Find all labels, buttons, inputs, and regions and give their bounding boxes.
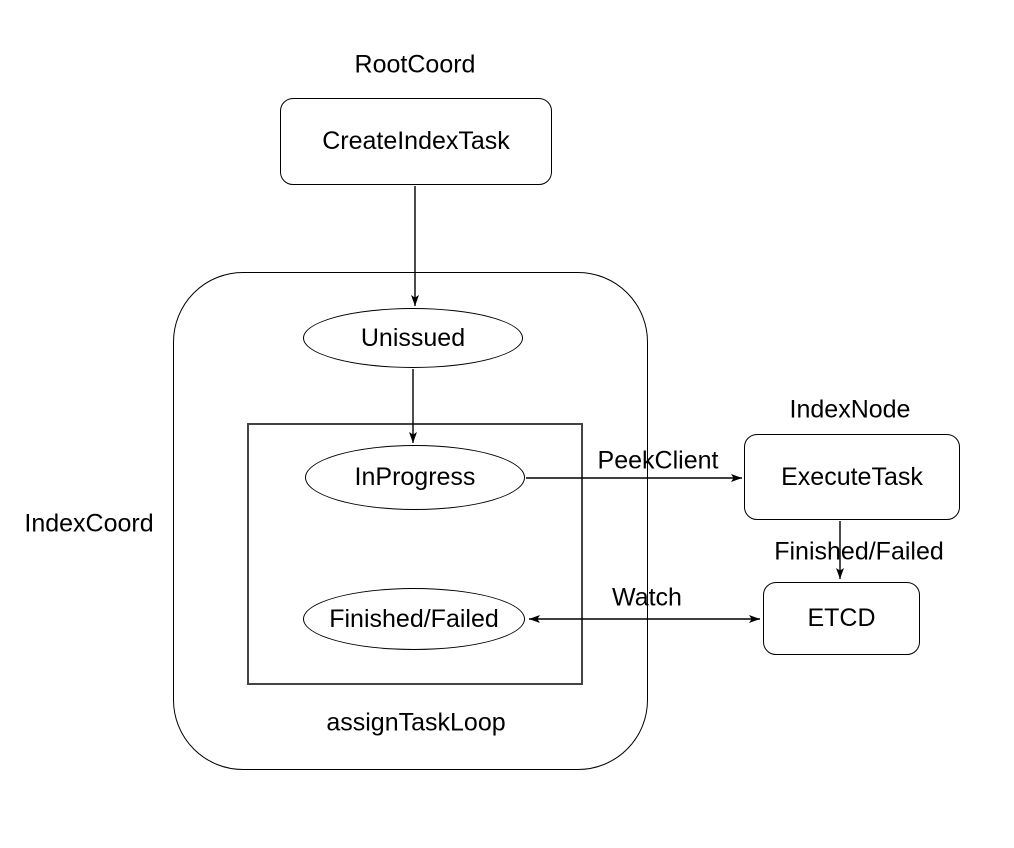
assigntaskloop-label: assignTaskLoop — [326, 708, 506, 737]
createindextask-node-label: CreateIndexTask — [322, 127, 510, 155]
etcd-node-label: ETCD — [807, 604, 876, 632]
watch-edge-label: Watch — [612, 583, 682, 612]
unissued-state: Unissued — [303, 308, 523, 368]
peekclient-edge-label: PeekClient — [597, 446, 719, 475]
finishedfailed-edge-label: Finished/Failed — [774, 537, 944, 566]
indexcoord-container — [173, 272, 648, 770]
indexnode-group-label: IndexNode — [789, 395, 911, 424]
createindextask-node: CreateIndexTask — [280, 98, 552, 185]
indexcoord-group-label: IndexCoord — [24, 509, 154, 538]
etcd-node: ETCD — [763, 582, 920, 655]
inprogress-state: InProgress — [305, 445, 525, 510]
executetask-node-label: ExecuteTask — [781, 462, 923, 491]
finishedfailed-state-label: Finished/Failed — [329, 604, 499, 633]
finishedfailed-state: Finished/Failed — [303, 588, 525, 650]
assign-task-loop-box — [247, 423, 583, 685]
rootcoord-group-label: RootCoord — [354, 50, 476, 79]
executetask-node: ExecuteTask — [744, 434, 960, 520]
inprogress-state-label: InProgress — [354, 463, 476, 491]
unissued-state-label: Unissued — [360, 323, 466, 352]
